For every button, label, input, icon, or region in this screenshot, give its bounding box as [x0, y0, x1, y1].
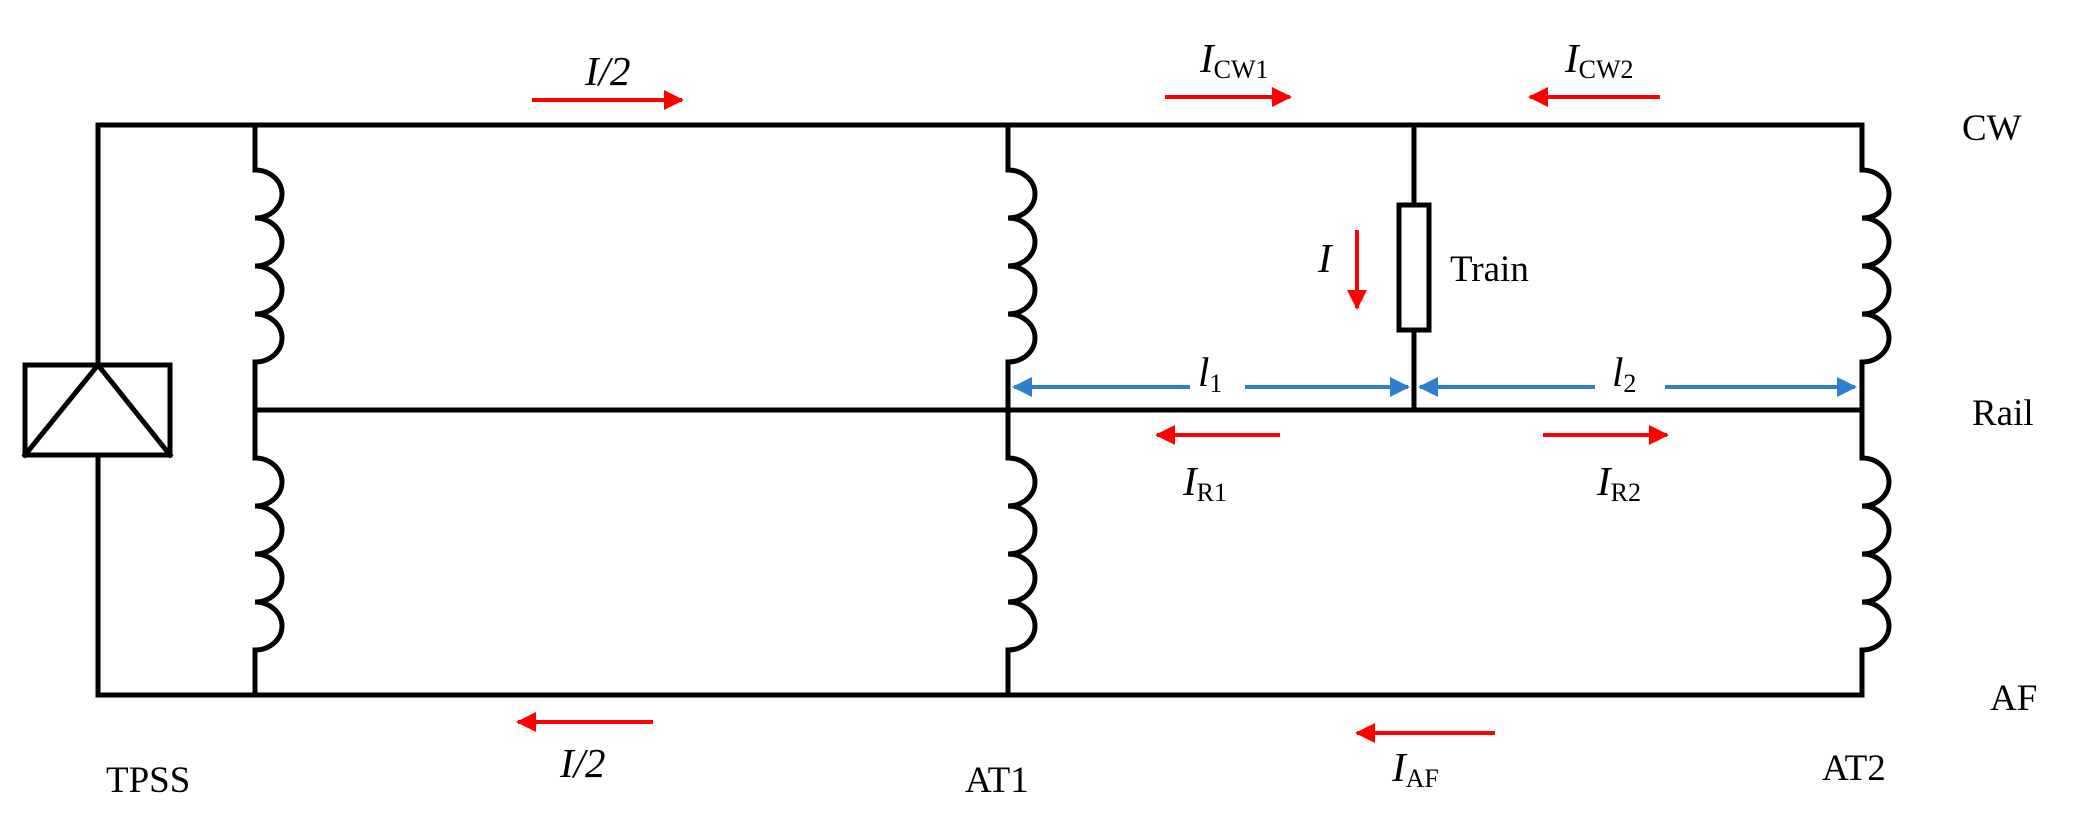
i-r1-label: IR1 — [1182, 458, 1227, 507]
l2-label: l2 — [1612, 349, 1636, 398]
i-cw1-label: ICW1 — [1199, 35, 1269, 84]
at2-autotransformer — [1859, 122, 1892, 698]
rail-label: Rail — [1972, 393, 2034, 434]
i-af-label: IAF — [1391, 744, 1439, 793]
tpss-transformer-symbol — [21, 122, 174, 698]
i-r2-label: IR2 — [1596, 458, 1641, 507]
at2-label: AT2 — [1822, 748, 1886, 789]
i-cw2-label: ICW2 — [1564, 35, 1634, 84]
tpss-autotransformer — [252, 122, 285, 698]
i-half-bottom-label: I/2 — [559, 740, 606, 786]
at1-label: AT1 — [965, 760, 1029, 801]
train-load-resistor — [1396, 122, 1432, 413]
l1-label: l1 — [1198, 349, 1222, 398]
tpss-label: TPSS — [106, 760, 190, 801]
train-label: Train — [1450, 249, 1529, 290]
i-train-label: I — [1317, 235, 1334, 281]
i-half-top-label: I/2 — [584, 48, 631, 94]
af-label: AF — [1990, 678, 2037, 719]
cw-label: CW — [1962, 108, 2022, 149]
at1-autotransformer — [1005, 122, 1038, 698]
